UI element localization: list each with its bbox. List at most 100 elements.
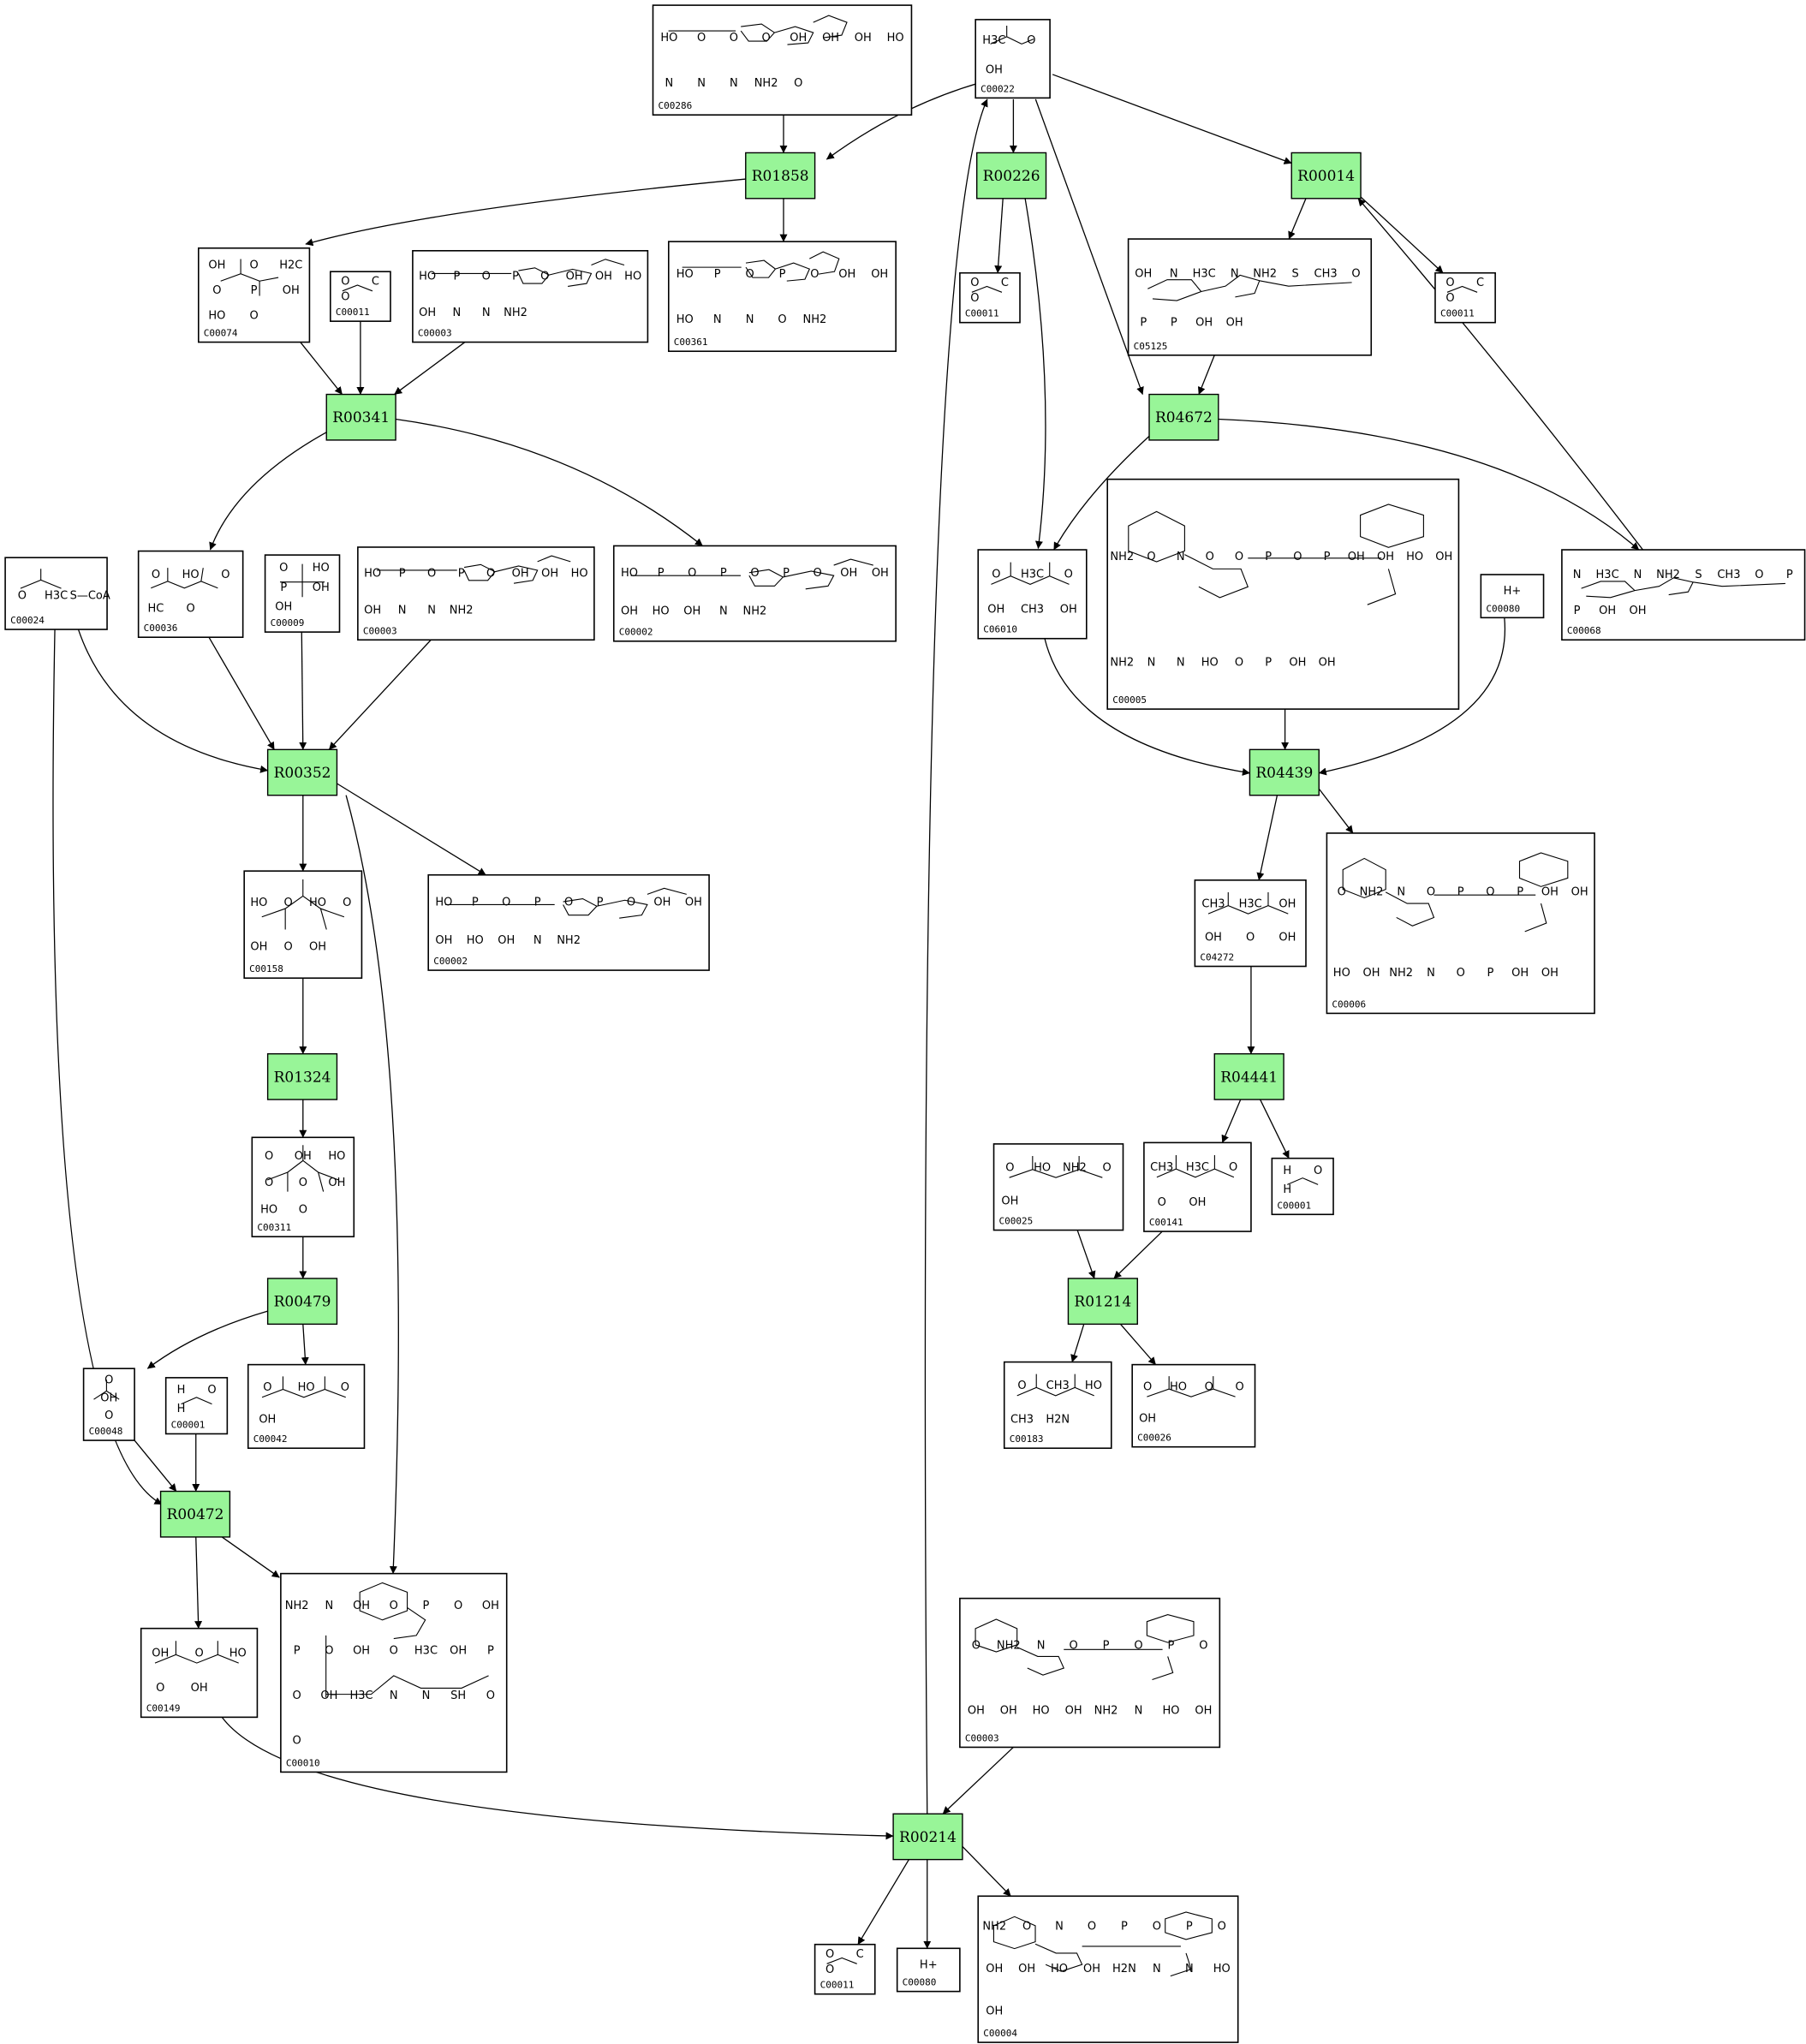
atom-label: HO	[1201, 656, 1219, 669]
structure-bonds	[1147, 274, 1352, 301]
atom-label: O	[1134, 1640, 1142, 1653]
compound-id: C00036	[144, 623, 178, 634]
reaction-r04439[interactable]: R04439	[1249, 748, 1320, 796]
atom-label: HO	[229, 1647, 247, 1660]
atom-label: OH	[683, 605, 700, 618]
reaction-r04672[interactable]: R04672	[1148, 393, 1219, 441]
edge-arrow	[1052, 74, 1292, 164]
structure-bonds	[151, 568, 218, 589]
edge-arrow	[209, 432, 327, 551]
reaction-r00214[interactable]: R00214	[892, 1813, 963, 1861]
atom-label: OH	[482, 1600, 499, 1612]
edge-arrow	[1024, 198, 1046, 549]
atom-label: HO	[660, 32, 677, 45]
reaction-r01858[interactable]: R01858	[745, 152, 816, 200]
atom-label: HO	[1333, 967, 1350, 980]
atom-label: O	[482, 271, 491, 283]
reaction-r00226[interactable]: R00226	[975, 152, 1047, 200]
atom-label: O	[265, 1150, 273, 1163]
compound-id: C00080	[1486, 603, 1520, 614]
atom-label: OH	[1195, 1705, 1212, 1718]
reaction-r00341[interactable]: R00341	[325, 393, 396, 441]
reaction-r00479[interactable]: R00479	[266, 1278, 338, 1326]
reaction-r04441[interactable]: R04441	[1213, 1052, 1284, 1100]
atom-label: N	[398, 604, 407, 617]
reaction-r00014[interactable]: R00014	[1290, 152, 1362, 200]
compound-id: C05125	[1134, 341, 1168, 352]
compound-id: C00141	[1149, 1217, 1183, 1228]
structure-bonds	[1128, 504, 1424, 605]
compound-box	[667, 241, 897, 353]
compound-box	[1003, 1361, 1112, 1450]
atom-label: O	[826, 1964, 834, 1976]
compound-c00080[interactable]: H+C00080	[896, 1947, 961, 1993]
atom-label: OH	[822, 32, 839, 45]
atom-label: O	[325, 1644, 333, 1657]
atom-label: P	[1517, 886, 1523, 899]
reaction-r01324[interactable]: R01324	[266, 1052, 338, 1100]
atom-label: O	[221, 569, 229, 581]
atom-label: HC	[148, 602, 164, 615]
compound-box	[198, 247, 311, 343]
atom-label: OH	[152, 1647, 169, 1660]
atom-label: O	[627, 896, 635, 909]
reaction-r00352[interactable]: R00352	[266, 748, 338, 796]
atom-label: P	[1140, 317, 1147, 330]
atom-label: OH	[1348, 551, 1365, 563]
compound-box	[247, 1363, 366, 1450]
atom-label: O	[1143, 1380, 1152, 1393]
compound-id: C00286	[659, 100, 693, 111]
edge-arrow	[994, 198, 1004, 274]
structure-bonds	[630, 558, 873, 590]
atom-label: NH2	[1389, 967, 1413, 980]
atom-label: O	[1427, 886, 1435, 899]
reaction-label: R01858	[752, 168, 809, 185]
compound-box	[1271, 1157, 1334, 1216]
atom-label: O	[1235, 1380, 1243, 1393]
atom-label: HO	[298, 1381, 315, 1394]
reaction-r00472[interactable]: R00472	[159, 1490, 231, 1538]
atom-label: OH	[1000, 1705, 1017, 1718]
atom-label: O	[249, 259, 258, 272]
atom-label: H+	[1504, 585, 1522, 598]
compound-c00080[interactable]: H+ C00080	[1480, 574, 1545, 619]
atom-label: HO	[1213, 1963, 1231, 1975]
atom-label: N	[1153, 1963, 1161, 1975]
reaction-r01214[interactable]: R01214	[1067, 1278, 1138, 1326]
